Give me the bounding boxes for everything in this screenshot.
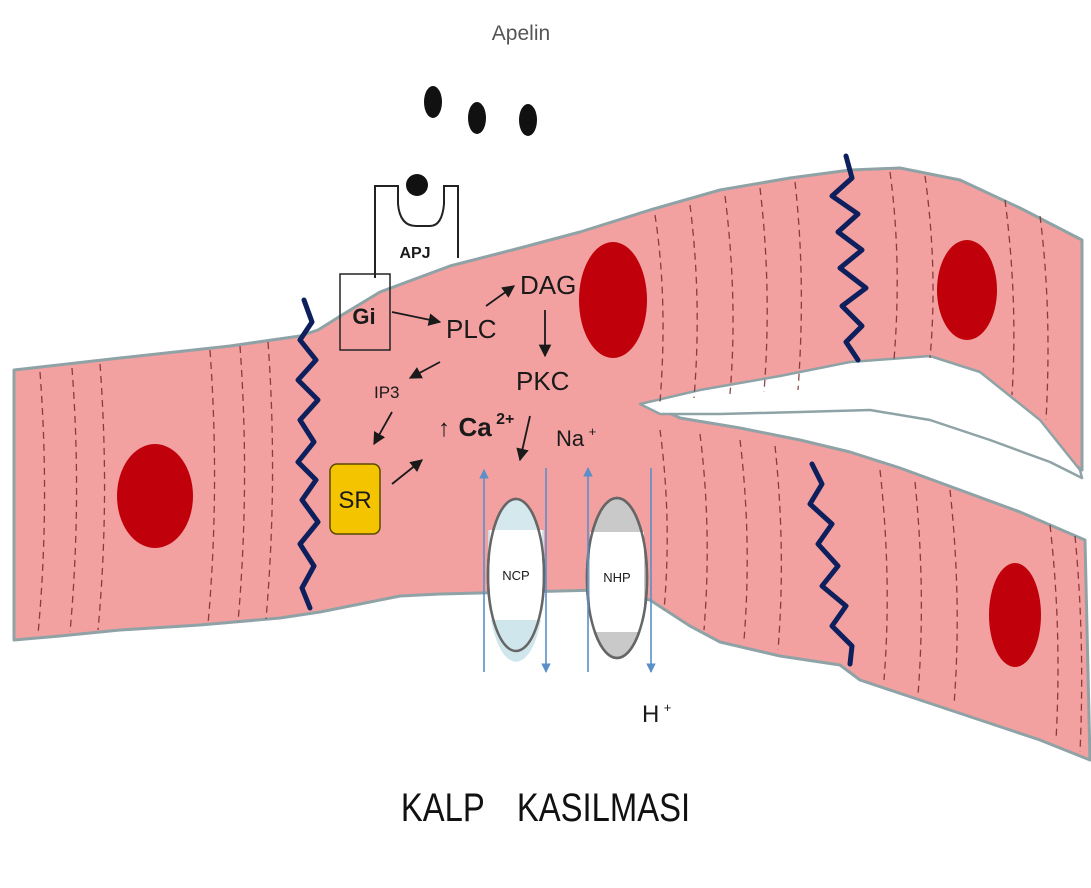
apelin-molecule xyxy=(424,86,442,118)
calcium-charge: 2+ xyxy=(496,411,514,428)
proton-label: H + xyxy=(642,700,671,728)
nucleus-center xyxy=(579,242,647,358)
apj-receptor xyxy=(375,186,458,278)
sodium-symbol: Na xyxy=(556,426,585,451)
nucleus-upper-right xyxy=(937,240,997,340)
nucleus-lower-right xyxy=(989,563,1041,667)
ncp-label: NCP xyxy=(502,568,529,583)
plc-label: PLC xyxy=(446,314,497,344)
proton-charge: + xyxy=(664,700,672,715)
sodium-charge: + xyxy=(589,424,597,439)
apelin-molecule xyxy=(519,104,537,136)
diagram-caption: KALP KASILMASI xyxy=(98,786,993,831)
dag-label: DAG xyxy=(520,270,576,300)
caption-word-1: KALP xyxy=(401,786,485,830)
sr-label: SR xyxy=(338,487,371,514)
apelin-bound-molecule xyxy=(406,174,428,196)
nucleus-left xyxy=(117,444,193,548)
ncp-exchanger: NCP xyxy=(488,499,544,662)
nhp-label: NHP xyxy=(603,570,630,585)
calcium-symbol: Ca xyxy=(458,412,492,442)
nhp-exchanger: NHP xyxy=(587,498,647,658)
ip3-label: IP3 xyxy=(374,383,400,402)
gi-label: Gi xyxy=(352,304,375,329)
pkc-label: PKC xyxy=(516,366,569,396)
apelin-molecule xyxy=(468,102,486,134)
apelin-label: Apelin xyxy=(492,22,550,45)
proton-symbol: H xyxy=(642,701,659,728)
caption-word-2: KASILMASI xyxy=(517,786,690,830)
calcium-increase-arrow: ↑ xyxy=(438,415,450,442)
apj-label: APJ xyxy=(399,245,430,262)
